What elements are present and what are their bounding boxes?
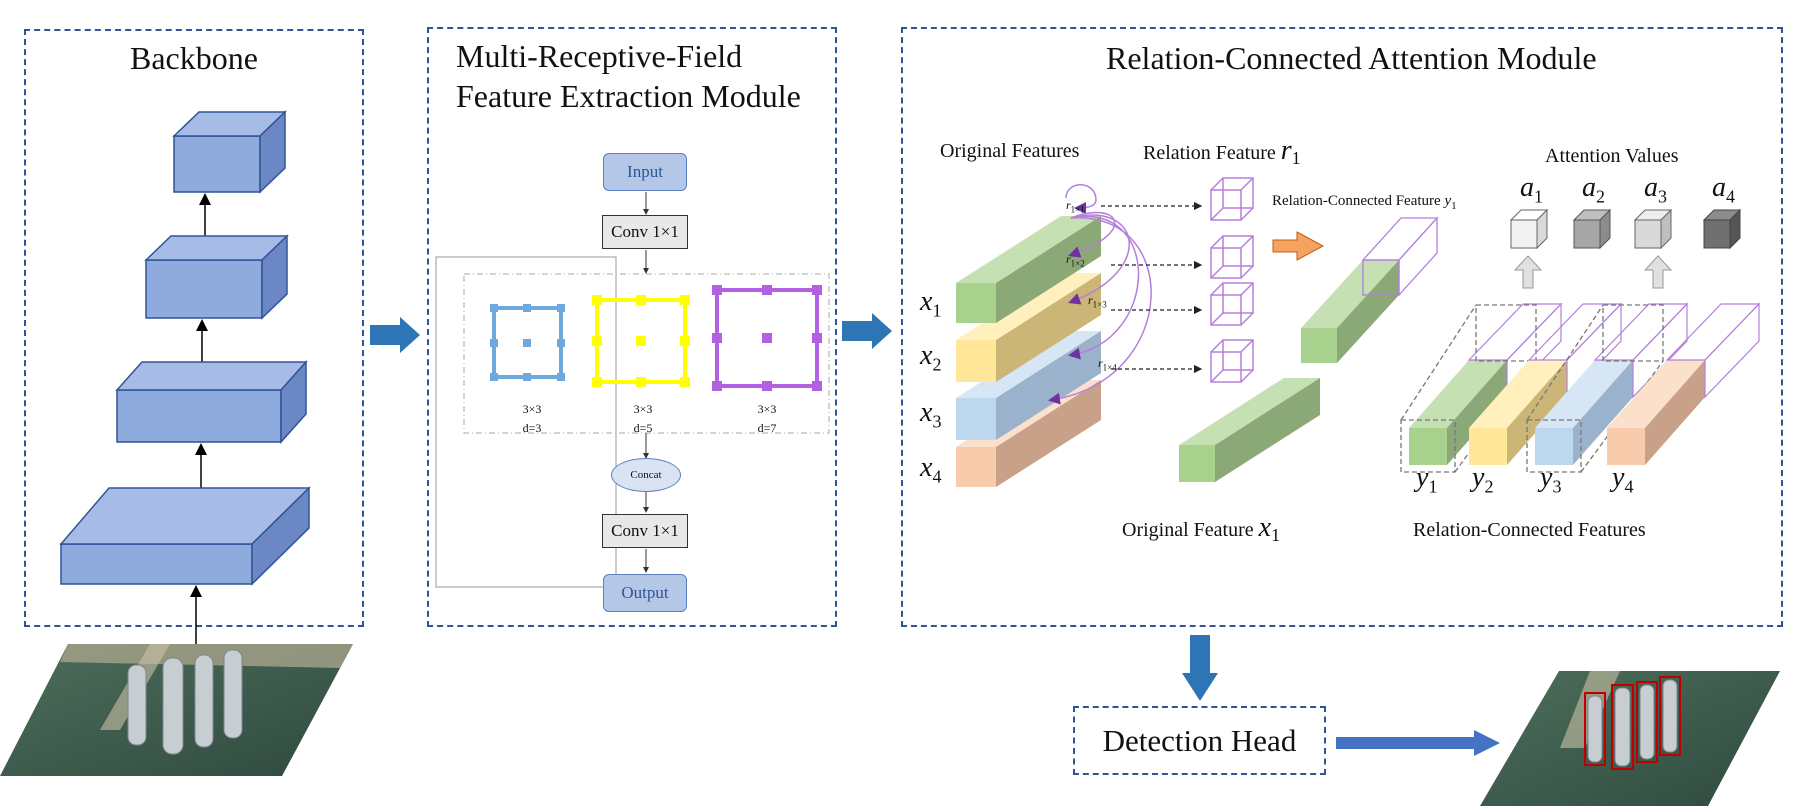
- mrf-conv-top-box: Conv 1×1: [602, 215, 688, 249]
- a-label-1: a1: [1520, 172, 1543, 207]
- relation-connected-features-label: Relation-Connected Features: [1413, 519, 1646, 541]
- arrow-detection-to-output: [1336, 730, 1500, 756]
- y-label-4: y4: [1612, 462, 1634, 497]
- attention-arrow-1: [1513, 255, 1543, 289]
- r-label-3: r1×3: [1088, 293, 1107, 310]
- backbone-block-2: [115, 360, 308, 444]
- orange-arrow: [1272, 231, 1325, 261]
- r-label-1: r1×1: [1066, 198, 1085, 215]
- rca-title: Relation-Connected Attention Module: [1106, 40, 1597, 76]
- rc-feature-y1: [1400, 302, 1563, 473]
- mrf-input-label: Input: [627, 162, 663, 181]
- rca-diagram: [956, 177, 1761, 487]
- relation-feature-cubes: [1210, 177, 1254, 383]
- mrf-conv-bottom-label: Conv 1×1: [611, 521, 679, 540]
- x-label-4: x4: [920, 452, 942, 487]
- kernel-d5: [592, 295, 690, 387]
- y-label-1: y1: [1416, 462, 1438, 497]
- original-features-label: Original Features: [940, 140, 1080, 162]
- original-feature-x1-single: [1179, 378, 1320, 482]
- rc-feature-y4: [1607, 302, 1761, 465]
- mrf-conv-top-label: Conv 1×1: [611, 222, 679, 241]
- detection-head-label: Detection Head: [1102, 722, 1297, 758]
- mrf-conv-bottom-box: Conv 1×1: [602, 514, 688, 548]
- rcf-label: Relation-Connected Feature y1: [1272, 193, 1457, 212]
- relation-connected-feature-y1: [1301, 216, 1439, 363]
- attention-arrow-3: [1643, 255, 1673, 289]
- backbone-block-4: [172, 110, 287, 194]
- arrow-backbone-to-mrf: [370, 317, 420, 353]
- output-satellite-image: [1480, 671, 1780, 806]
- backbone-title: Backbone: [130, 40, 258, 76]
- backbone-block-3: [144, 234, 289, 320]
- rc-feature-y2: [1469, 302, 1623, 465]
- mrf-title-line2: Feature Extraction Module: [456, 78, 801, 114]
- mrf-concat-ellipse: Concat: [611, 458, 681, 492]
- rc-feature-y3: [1526, 302, 1689, 473]
- backbone-stack: [59, 110, 311, 645]
- x-label-3: x3: [920, 397, 942, 432]
- mrf-panel: [427, 27, 837, 627]
- y-label-3: y3: [1540, 462, 1562, 497]
- arrow-mrf-to-rca: [842, 313, 892, 349]
- kernel-d7: [712, 285, 822, 391]
- mrf-concat-label: Concat: [630, 469, 662, 481]
- r-label-2: r1×2: [1066, 252, 1085, 269]
- a-label-2: a2: [1582, 172, 1605, 207]
- original-feature-x1: [956, 216, 1101, 323]
- mrf-title-line1: Multi-Receptive-Field: [456, 38, 743, 74]
- attention-cubes: [1509, 208, 1742, 250]
- mrf-output-box: Output: [603, 574, 687, 612]
- original-feature-x1-label: Original Feature x1: [1122, 512, 1281, 545]
- attention-values-label: Attention Values: [1545, 145, 1679, 167]
- mrf-flow: [435, 192, 830, 588]
- rca-panel: [901, 27, 1783, 627]
- mrf-output-label: Output: [621, 583, 669, 602]
- detection-head-box: Detection Head: [1073, 706, 1326, 775]
- kernel-d3: [490, 304, 565, 381]
- backbone-panel: [24, 29, 364, 627]
- relation-feature-label: Relation Feature r1: [1143, 135, 1301, 168]
- input-satellite-image: [0, 644, 353, 776]
- mrf-input-box: Input: [603, 153, 687, 191]
- backbone-block-1: [59, 486, 311, 586]
- x-label-2: x2: [920, 340, 942, 375]
- a-label-3: a3: [1644, 172, 1667, 207]
- a-label-4: a4: [1712, 172, 1735, 207]
- x-label-1: x1: [920, 286, 942, 321]
- arrow-rca-to-detection: [1182, 635, 1218, 701]
- r-label-4: r1×4: [1098, 356, 1117, 373]
- y-label-2: y2: [1472, 462, 1494, 497]
